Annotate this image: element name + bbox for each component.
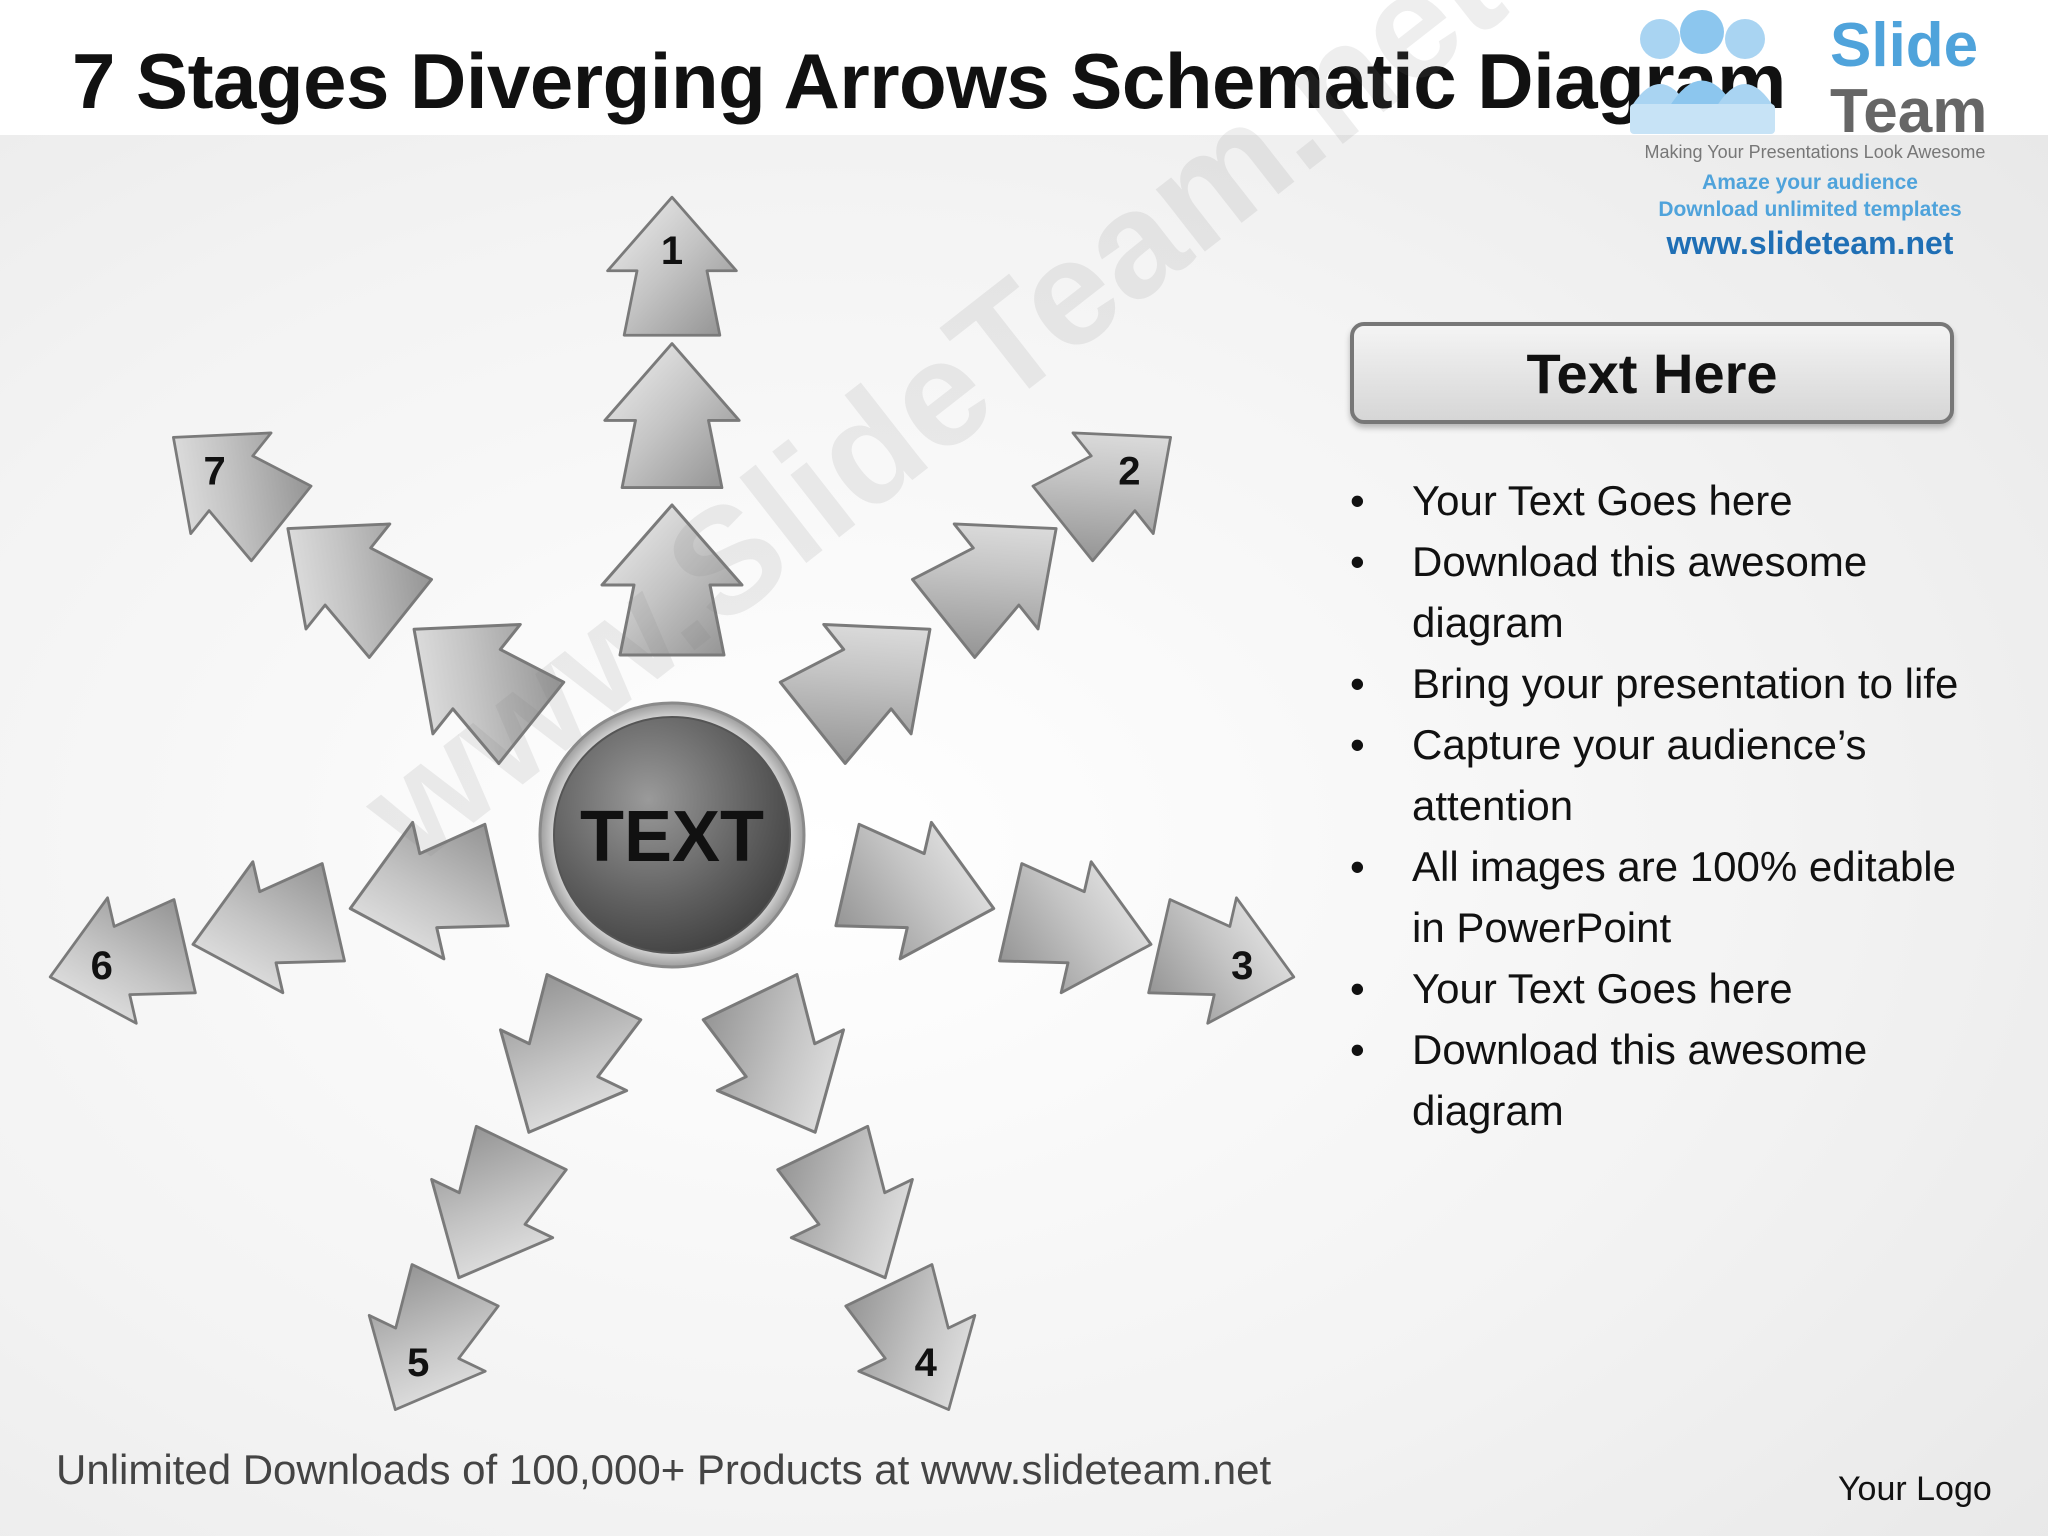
text-here-box: Text Here	[1350, 322, 1954, 424]
bullet-item: Bring your presentation to life	[1340, 653, 1980, 714]
promo-line-2: Download unlimited templates	[1658, 198, 1961, 221]
center-hub: TEXT	[538, 701, 806, 969]
slide-title: 7 Stages Diverging Arrows Schematic Diag…	[72, 37, 1786, 125]
arrow-stage-7-segment-3	[172, 431, 313, 563]
arrow-stage-1-segment-2	[603, 342, 741, 490]
bullet-item: Download this awesome diagram	[1340, 531, 1980, 653]
arrow-stage-5-segment-3	[367, 1263, 500, 1411]
arrow-stage-3-segment-3	[1147, 896, 1296, 1025]
bullet-item: Your Text Goes here	[1340, 958, 1980, 1019]
arrow-stage-2-segment-2	[911, 522, 1058, 659]
slideteam-logo: Slide Team Making Your Presentations Loo…	[1630, 10, 1987, 261]
arrow-stage-4-segment-3	[844, 1263, 977, 1411]
stage-number-4: 4	[915, 1341, 938, 1385]
stage-number-1: 1	[661, 229, 683, 273]
arrow-stage-6-segment-3	[48, 896, 197, 1025]
arrow-stage-4-segment-1	[701, 973, 846, 1134]
footer-text: Unlimited Downloads of 100,000+ Products…	[56, 1446, 1272, 1493]
stage-label-layer: 1 2 3 4 5 6 7	[91, 229, 1254, 1385]
arrow-stage-1-segment-3	[606, 195, 738, 337]
arrow-stage-1-segment-1	[600, 503, 744, 657]
bullet-item: Capture your audience’s attention	[1340, 714, 1980, 836]
arrow-stage-5-segment-1	[498, 973, 643, 1134]
promo-url: www.slideteam.net	[1666, 225, 1954, 261]
stage-number-6: 6	[91, 944, 113, 988]
people-icon	[1630, 10, 1775, 134]
arrow-stage-2-segment-3	[1031, 431, 1172, 563]
stage-number-2: 2	[1118, 449, 1140, 493]
arrow-stage-6-segment-1	[348, 820, 510, 961]
diverging-arrows-diagram: TEXT 1 2 3 4 5 6 7	[48, 195, 1296, 1411]
arrow-layer	[48, 195, 1296, 1411]
bullet-item: Your Text Goes here	[1340, 470, 1980, 531]
bullet-item: Download this awesome diagram	[1340, 1019, 1980, 1141]
logo-word-team: Team	[1830, 77, 1987, 146]
logo-tagline: Making Your Presentations Look Awesome	[1645, 142, 1986, 162]
arrow-stage-2-segment-1	[778, 622, 932, 765]
arrow-stage-6-segment-2	[191, 860, 346, 995]
arrow-stage-3-segment-1	[834, 820, 996, 961]
stage-number-5: 5	[407, 1341, 429, 1385]
your-logo-placeholder: Your Logo	[1838, 1470, 1992, 1508]
arrow-stage-7-segment-1	[412, 622, 566, 765]
arrow-stage-4-segment-2	[776, 1124, 914, 1280]
stage-number-7: 7	[203, 449, 225, 493]
arrow-stage-7-segment-2	[286, 522, 433, 659]
bullet-list: Your Text Goes here Download this awesom…	[1340, 470, 1980, 1141]
arrow-stage-3-segment-2	[998, 860, 1153, 995]
arrow-stage-5-segment-2	[430, 1124, 568, 1280]
center-label: TEXT	[580, 797, 764, 877]
bullet-item: All images are 100% editable in PowerPoi…	[1340, 836, 1980, 958]
stage-number-3: 3	[1231, 944, 1253, 988]
text-box-heading: Text Here	[1526, 341, 1778, 405]
promo-line-1: Amaze your audience	[1702, 171, 1918, 194]
logo-word-slide: Slide	[1830, 11, 1978, 80]
